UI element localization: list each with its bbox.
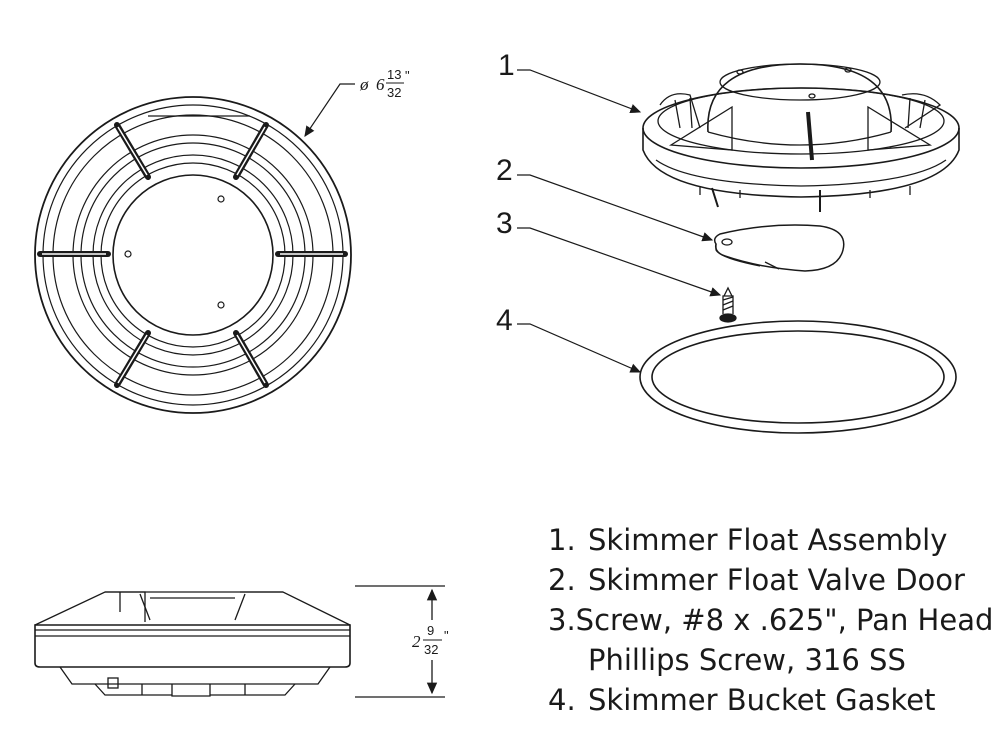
diameter-denominator: 32 (387, 85, 401, 100)
screw-drawing (719, 286, 737, 323)
part-number: 3. (548, 603, 576, 637)
part-name: Skimmer Bucket Gasket (588, 683, 936, 717)
height-dimension: 2 9 32 " (412, 623, 449, 657)
height-unit: " (444, 628, 449, 643)
parts-legend-item: 1. Skimmer Float Assembly (548, 520, 993, 560)
height-whole: 2 (412, 632, 421, 651)
parts-legend-item: 4. Skimmer Bucket Gasket (548, 680, 993, 720)
part-number: 4. (548, 683, 576, 717)
side-view (34, 585, 445, 698)
callout-2: 2 (496, 154, 513, 187)
diameter-numerator: 13 (387, 67, 401, 82)
parts-legend-item: 3. Screw, #8 x .625", Pan Head (548, 600, 993, 640)
part-number: 1. (548, 523, 576, 557)
diameter-symbol: ø (359, 75, 369, 94)
top-view (34, 83, 355, 414)
part-name-continuation: Phillips Screw, 316 SS (588, 643, 906, 677)
diameter-dimension: ø 6 13 32 " (359, 67, 410, 100)
callout-4: 4 (496, 304, 513, 337)
callout-numbers: 1 2 3 4 (496, 49, 515, 337)
diameter-unit: " (405, 68, 410, 83)
skimmer-float-assembly-drawing (642, 63, 960, 212)
gasket-drawing (639, 320, 957, 434)
part-number: 2. (548, 563, 576, 597)
part-name: Skimmer Float Valve Door (588, 563, 965, 597)
parts-legend-item: 2. Skimmer Float Valve Door (548, 560, 993, 600)
valve-door-drawing (713, 224, 845, 272)
top-view-rib-highlights (42, 126, 343, 384)
height-denominator: 32 (424, 642, 438, 657)
height-numerator: 9 (427, 623, 434, 638)
callout-1: 1 (498, 49, 515, 82)
callout-leaders (517, 69, 722, 373)
diameter-whole: 6 (376, 75, 385, 94)
part-name: Skimmer Float Assembly (588, 523, 948, 557)
callout-3: 3 (496, 207, 513, 240)
part-name: Screw, #8 x .625", Pan Head (575, 603, 994, 637)
parts-legend: 1. Skimmer Float Assembly 2. Skimmer Flo… (548, 520, 993, 720)
